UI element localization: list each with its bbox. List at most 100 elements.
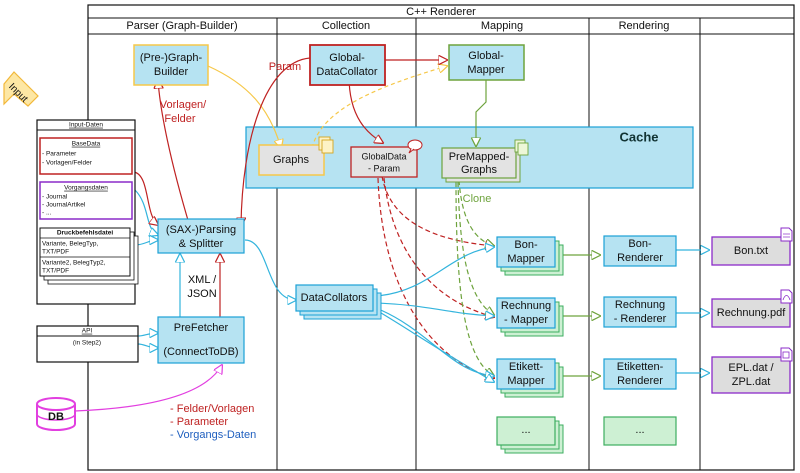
output-rechnung-pdf[interactable]: Rechnung.pdf — [711, 289, 793, 328]
node-premapped-graphs[interactable]: PreMapped- Graphs — [441, 139, 529, 183]
node-global-mapper[interactable]: Global- Mapper — [448, 44, 525, 81]
node-etiketten-renderer[interactable]: Etiketten- Renderer — [603, 358, 677, 390]
premapped-doc-icon — [514, 139, 529, 156]
output-bon-label: Bon.txt — [734, 245, 768, 257]
pre-graph-builder-line1: (Pre-)Graph- — [140, 52, 203, 64]
speech-bubble-icon — [407, 139, 423, 154]
etiketten-renderer-line1: Etiketten- — [617, 361, 664, 373]
edge-globalmapper-premapped — [476, 80, 487, 146]
pdf-file-icon — [780, 289, 793, 304]
bon-renderer-line1: Bon- — [628, 238, 652, 250]
rechnung-mapper-line2: - Mapper — [504, 314, 548, 326]
output-rechnung-label: Rechnung.pdf — [717, 307, 786, 319]
sax-parsing-line1: (SAX-)Parsing — [166, 224, 236, 236]
global-mapper-line1: Global- — [468, 50, 504, 62]
diagram-title: C++ Renderer — [406, 6, 476, 18]
edge-globaldata-rechnung — [383, 177, 494, 317]
edge-label-felder: Felder — [164, 113, 196, 125]
sax-parsing-line2: & Splitter — [179, 238, 224, 250]
input-arrow: Input — [3, 71, 39, 107]
graphs-label: Graphs — [273, 154, 310, 166]
node-bon-mapper[interactable]: Bon- Mapper — [496, 236, 564, 276]
edge-api-prefetcher-2 — [137, 344, 158, 348]
edge-db-prefetcher — [74, 365, 222, 412]
pre-graph-builder-line2: Builder — [154, 66, 189, 78]
node-bon-renderer[interactable]: Bon- Renderer — [603, 235, 677, 267]
edge-collators-etikett-2 — [375, 309, 494, 382]
basedata-item-1: - Parameter — [42, 151, 77, 158]
db-cylinder[interactable]: DB — [36, 397, 76, 431]
edge-vorgang-parsing — [134, 189, 158, 235]
node-mapper-more[interactable]: ... — [496, 416, 564, 454]
edge-label-json: JSON — [187, 288, 216, 300]
connectors — [74, 57, 709, 412]
node-data-collators[interactable]: DataCollators — [295, 284, 382, 320]
druckbefehlsdatei-item-3: Variante2, BelegTyp2, — [42, 260, 106, 267]
edge-globaldata-bon — [381, 175, 494, 246]
etikett-mapper-line1: Etikett- — [509, 361, 544, 373]
api-panel[interactable]: API (in Step2) — [36, 325, 139, 363]
node-global-data-collator[interactable]: Global- DataCollator — [309, 44, 386, 86]
edge-collators-bon — [375, 247, 494, 297]
vorgangsdaten-box[interactable]: Vorgangsdaten - Journal - JournalArtikel… — [39, 181, 133, 220]
graphs-doc-icon — [318, 136, 334, 154]
node-rechnung-mapper[interactable]: Rechnung - Mapper — [496, 297, 564, 337]
column-header-mapping: Mapping — [481, 20, 523, 32]
edge-basedata-parsing — [133, 171, 158, 225]
output-epl-zpl[interactable]: EPL.dat / ZPL.dat — [711, 347, 793, 394]
rechnung-renderer-line1: Rechnung — [615, 299, 665, 311]
vorgangsdaten-item-2: - JournalArtikel — [42, 202, 86, 209]
db-note-1: - Felder/Vorlagen — [170, 403, 254, 415]
node-prefetcher[interactable]: PreFetcher (ConnectToDB) — [157, 316, 245, 364]
node-sax-parsing[interactable]: (SAX-)Parsing & Splitter — [157, 218, 245, 254]
renderer-more-label: ... — [635, 424, 644, 436]
druckbefehlsdatei-item-2: TXT/PDF — [42, 249, 69, 256]
mapper-more-label: ... — [521, 424, 530, 436]
output-bon-txt[interactable]: Bon.txt — [711, 227, 793, 266]
bon-mapper-line2: Mapper — [507, 253, 545, 265]
node-renderer-more[interactable]: ... — [603, 416, 677, 446]
druckbefehlsdatei-title: Druckbefehlsdatei — [57, 230, 114, 237]
druckbefehlsdatei-box[interactable]: Druckbefehlsdatei Variante, BelegTyp, TX… — [39, 227, 139, 285]
db-note-2: - Parameter — [170, 416, 228, 428]
rechnung-renderer-line2: - Renderer — [614, 313, 667, 325]
edge-prebuilder-graphs — [207, 65, 281, 148]
cache-label: Cache — [619, 129, 658, 144]
edge-label-clone: Clone — [463, 193, 492, 205]
text-file-icon — [780, 227, 793, 242]
node-graphs[interactable]: Graphs — [258, 136, 334, 176]
node-global-data-param[interactable]: GlobalData - Param — [350, 139, 423, 178]
api-panel-subtitle: (in Step2) — [73, 340, 101, 347]
edge-collators-rechnung — [375, 302, 494, 316]
edge-parsing-collators — [244, 239, 296, 300]
edge-clone-etikett — [455, 181, 494, 376]
global-data-param-line2: - Param — [368, 163, 400, 173]
vorgangsdaten-item-1: - Journal — [42, 194, 68, 201]
edge-label-vorlagen: Vorlagen/ — [160, 99, 207, 111]
column-header-rendering: Rendering — [619, 20, 670, 32]
prefetcher-line3: (ConnectToDB) — [163, 346, 238, 358]
data-collators-label: DataCollators — [301, 292, 368, 304]
input-panel-title: Input-Daten — [69, 122, 103, 129]
column-header-collection: Collection — [322, 20, 370, 32]
edge-parsing-datacollator — [241, 57, 311, 226]
image-file-icon — [780, 347, 793, 362]
edge-parsing-prebuilder — [158, 80, 191, 228]
etikett-mapper-line2: Mapper — [507, 375, 545, 387]
bon-renderer-line2: Renderer — [617, 252, 663, 264]
column-grid — [87, 4, 795, 471]
etiketten-renderer-line2: Renderer — [617, 375, 663, 387]
basedata-title: BaseData — [72, 141, 101, 148]
edge-datacollator-globaldata — [348, 75, 383, 143]
output-epl-line2: ZPL.dat — [732, 376, 771, 388]
basedata-box[interactable]: BaseData - Parameter - Vorlagen/Felder — [39, 137, 133, 175]
node-etikett-mapper[interactable]: Etikett- Mapper — [496, 358, 564, 398]
edge-druck-parsing — [134, 240, 158, 246]
edge-globaldata-etikett — [377, 177, 494, 378]
edge-label-xml: XML / — [188, 274, 217, 286]
output-epl-line1: EPL.dat / — [728, 362, 774, 374]
node-pre-graph-builder[interactable]: (Pre-)Graph- Builder — [133, 44, 209, 86]
edge-graphs-globalmapper — [311, 66, 447, 149]
node-rechnung-renderer[interactable]: Rechnung - Renderer — [603, 296, 677, 328]
global-data-collator-line1: Global- — [329, 52, 365, 64]
